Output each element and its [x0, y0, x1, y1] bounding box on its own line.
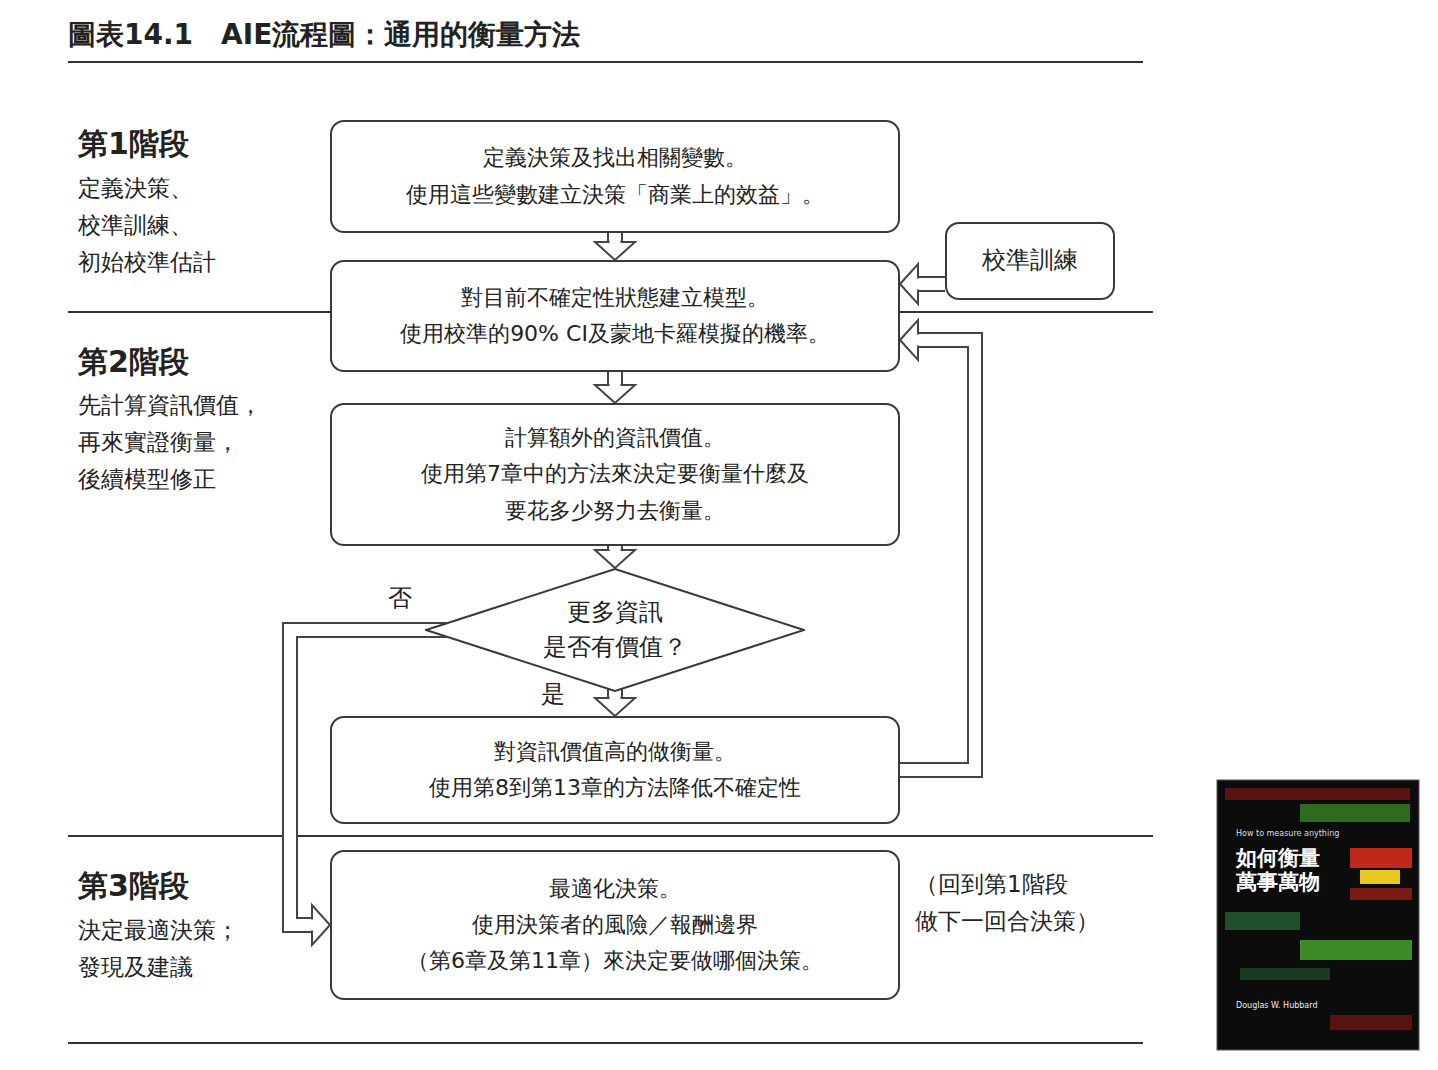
book-cover — [1217, 780, 1419, 1050]
arrow-seam — [917, 279, 920, 290]
arrow-shaft — [900, 340, 975, 770]
arrow-shaft — [918, 276, 945, 292]
cover-stripe — [1330, 1015, 1412, 1030]
stage-description: 定義決策、 校準訓練、 初始校準估計 — [78, 170, 318, 280]
arrow-shaft — [900, 340, 975, 770]
arrow-head — [900, 320, 918, 360]
stage-heading: 第3階段 — [78, 862, 318, 910]
stage-description: 先計算資訊價值， 再來實證衡量， 後續模型修正 — [78, 387, 318, 497]
arrow-seam — [917, 335, 920, 346]
node-text: 定義決策及找出相關變數。 使用這些變數建立決策「商業上的效益」。 — [346, 140, 884, 213]
cover-title: 如何衡量 萬事萬物 — [1236, 846, 1348, 894]
arrow-head — [595, 550, 635, 568]
arrow-head — [595, 385, 635, 403]
arrow-seam — [311, 920, 314, 931]
figure-title: 圖表14.1 AIE流程圖：通用的衡量方法 — [68, 16, 580, 54]
cover-stripe — [1225, 912, 1300, 930]
flow-arrow — [595, 372, 635, 403]
rule-line — [68, 61, 1143, 63]
note: （回到第1階段 做下一回合決策） — [915, 866, 1135, 940]
arrow-seam — [610, 549, 621, 552]
diamond-outline — [425, 568, 805, 692]
flow-arrow — [595, 233, 635, 260]
stage-separator — [68, 835, 1153, 837]
process-box: 計算額外的資訊價值。 使用第7章中的方法來決定要衡量什麼及 要花多少努力去衡量。 — [330, 403, 900, 546]
arrow-seam — [610, 697, 621, 700]
process-box: 校準訓練 — [945, 222, 1115, 300]
diamond-outline — [426, 569, 804, 691]
arrow-shaft — [609, 372, 621, 385]
node-text: 計算額外的資訊價值。 使用第7章中的方法來決定要衡量什麼及 要花多少努力去衡量。 — [346, 420, 884, 529]
decision-diamond: 更多資訊 是否有價值？ — [425, 568, 805, 692]
flow-arrow — [900, 320, 975, 770]
node-text: 更多資訊 是否有價值？ — [425, 595, 805, 665]
cover-stripe — [1350, 848, 1412, 868]
cover-stripe — [1225, 788, 1410, 800]
arrow-head — [595, 698, 635, 716]
cover-ground — [1217, 780, 1419, 1050]
flow-arrow — [595, 546, 635, 568]
arrow-head — [900, 264, 918, 304]
stage-heading: 第1階段 — [78, 120, 318, 168]
node-text: 最適化決策。 使用決策者的風險／報酬邊界 （第6章及第11章）來決定要做哪個決策… — [346, 871, 884, 980]
process-box: 最適化決策。 使用決策者的風險／報酬邊界 （第6章及第11章）來決定要做哪個決策… — [330, 850, 900, 1000]
process-box: 對資訊價值高的做衡量。 使用第8到第13章的方法降低不確定性 — [330, 716, 900, 824]
stage-heading: 第2階段 — [78, 338, 318, 386]
arrow-shaft — [609, 546, 621, 550]
cover-text: Douglas W. Hubbard — [1236, 1000, 1318, 1013]
cover-stripe — [1240, 968, 1330, 980]
process-box: 定義決策及找出相關變數。 使用這些變數建立決策「商業上的效益」。 — [330, 120, 900, 233]
node-text: 對目前不確定性狀態建立模型。 使用校準的90% CI及蒙地卡羅模擬的機率。 — [390, 280, 840, 353]
cover-stripe — [1360, 870, 1400, 884]
node-text: 校準訓練 — [961, 241, 1099, 281]
arrow-shaft — [918, 278, 945, 290]
arrow-seam — [610, 241, 621, 244]
arrow-shaft — [607, 372, 623, 385]
flow-arrow — [900, 264, 945, 304]
cover-text: How to measure anything — [1236, 828, 1339, 841]
arrow-shaft — [609, 233, 621, 242]
cover-stripe — [1300, 940, 1412, 960]
arrow-shaft — [607, 233, 623, 242]
cover-stripe — [1350, 888, 1412, 900]
edge-label: 否 — [385, 584, 415, 613]
arrow-seam — [610, 384, 621, 387]
node-text: 對資訊價值高的做衡量。 使用第8到第13章的方法降低不確定性 — [346, 734, 884, 807]
process-box: 對目前不確定性狀態建立模型。 使用校準的90% CI及蒙地卡羅模擬的機率。 — [330, 260, 900, 372]
stage-description: 決定最適決策； 發現及建議 — [78, 912, 318, 986]
arrow-head — [595, 242, 635, 260]
edge-label: 是 — [538, 680, 568, 709]
cover-stripe — [1300, 804, 1410, 822]
rule-line — [68, 1042, 1143, 1044]
arrow-head — [312, 905, 330, 945]
